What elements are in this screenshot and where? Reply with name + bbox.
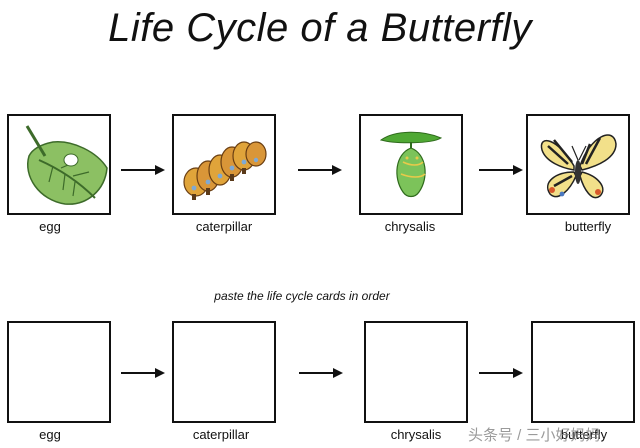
instruction-text: paste the life cycle cards in order bbox=[214, 289, 390, 303]
caterpillar-icon bbox=[183, 141, 267, 200]
card-butterfly bbox=[526, 114, 630, 215]
card-egg bbox=[7, 114, 111, 215]
paste-box-2[interactable] bbox=[172, 321, 276, 423]
watermark: 头条号 / 三小好妈妈 bbox=[468, 427, 601, 444]
chrysalis-icon bbox=[379, 131, 443, 198]
arrow-right-icon bbox=[298, 165, 342, 175]
stage-label: caterpillar bbox=[195, 219, 253, 234]
arrow-right-icon bbox=[121, 165, 165, 175]
stage-label: egg bbox=[39, 219, 61, 234]
stage-label: butterfly bbox=[560, 427, 608, 442]
arrow-right-icon bbox=[479, 368, 523, 378]
paste-box-1[interactable] bbox=[7, 321, 111, 423]
card-caterpillar bbox=[172, 114, 276, 215]
page-title: Life Cycle of a Butterfly bbox=[108, 6, 532, 50]
arrow-right-icon bbox=[121, 368, 165, 378]
stage-label: butterfly bbox=[564, 219, 612, 234]
arrow-right-icon bbox=[299, 368, 343, 378]
stage-label: caterpillar bbox=[192, 427, 250, 442]
stage-label: chrysalis bbox=[384, 219, 436, 234]
paste-box-4[interactable] bbox=[531, 321, 635, 423]
paste-box-3[interactable] bbox=[364, 321, 468, 423]
butterfly-icon bbox=[540, 134, 617, 199]
stage-label: chrysalis bbox=[390, 427, 442, 442]
card-chrysalis bbox=[359, 114, 463, 215]
arrow-right-icon bbox=[479, 165, 523, 175]
stage-label: egg bbox=[39, 427, 61, 442]
leaf-with-egg-icon bbox=[25, 125, 108, 205]
